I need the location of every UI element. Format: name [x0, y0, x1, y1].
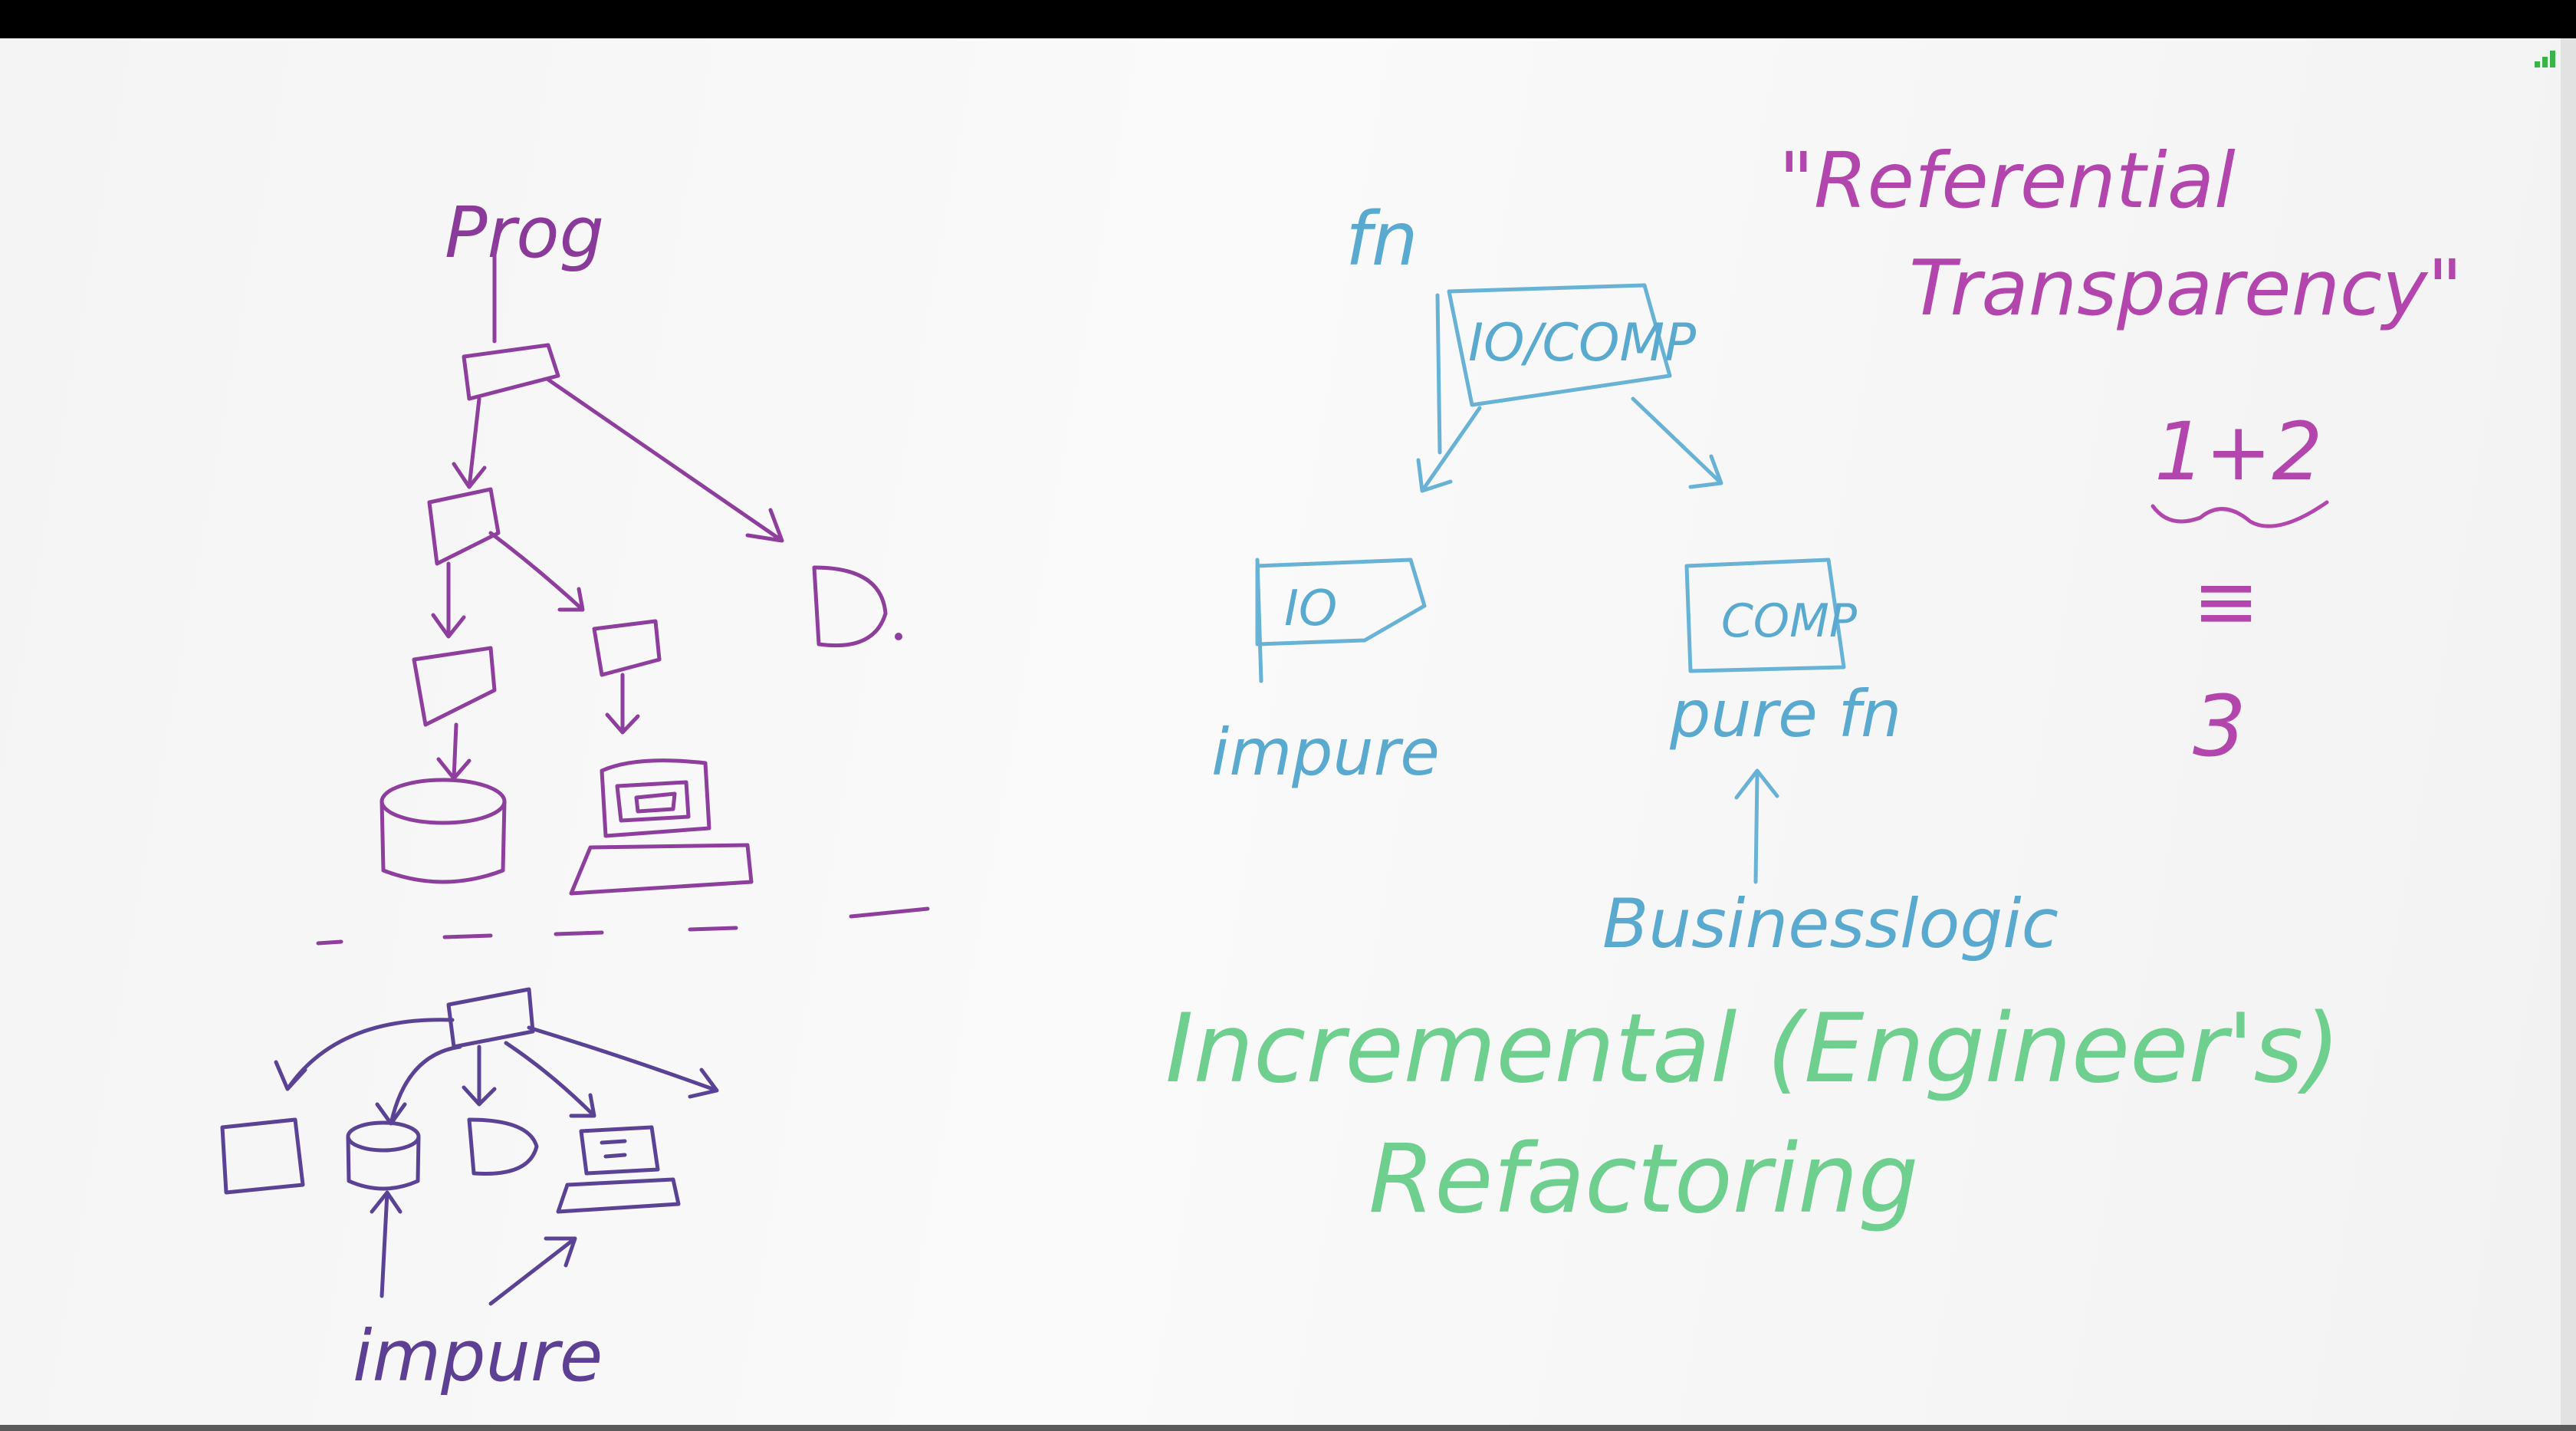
arrow-top-to-l2: [452, 396, 487, 489]
refactored-root-box: [446, 987, 535, 1049]
box-1: [220, 1117, 305, 1195]
comp-box: [1684, 558, 1846, 673]
prog-label: Prog: [445, 192, 604, 274]
referential-transparency-notes: "Referential Transparency" 1+2 ≡ 3: [1779, 136, 2463, 775]
arrow-root-to-db: [375, 1044, 462, 1126]
fn-stem: [1435, 293, 1442, 455]
fn-label: fn: [1346, 196, 1418, 282]
small-d-shape: [467, 1117, 539, 1176]
computer-icon: [569, 758, 754, 896]
comp-label: COMP: [1721, 594, 1858, 648]
top-module-box: [462, 343, 560, 401]
pure-impure-split-diagram: fn IO/COMP IO COMP impure pure fn Busine…: [1165, 196, 2340, 1235]
arrow-to-db: [436, 722, 472, 781]
whiteboard-drawing: Prog: [220, 38, 2576, 1425]
io-label: IO: [1284, 581, 1337, 637]
io-comp-box: [1447, 283, 1672, 407]
io-box-stem: [1255, 558, 1263, 683]
left-program-tree: Prog: [316, 192, 930, 946]
l3-right-box: [592, 619, 662, 677]
refactored-tree: impure: [220, 987, 719, 1397]
rt-title-line2: Transparency": [1909, 243, 2463, 333]
arrow-l2-left: [431, 561, 466, 639]
signal-bars-icon: [2535, 51, 2556, 67]
impure-label-center: impure: [1211, 715, 1440, 790]
arrow-root-to-d: [462, 1044, 497, 1107]
io-box: [1255, 558, 1427, 646]
refactoring-line1: Incremental (Engineer's): [1165, 994, 2340, 1104]
business-logic-label: Businesslogic: [1602, 884, 2058, 963]
refactoring-line2: Refactoring: [1368, 1124, 1918, 1235]
arrow-top-to-d: [546, 377, 784, 543]
rt-equivalence: ≡: [2193, 554, 2259, 648]
video-bottom-bar: [0, 1425, 2576, 1431]
arrow-business-to-pure: [1734, 768, 1779, 884]
l3-left-box: [412, 646, 497, 727]
rt-result: 3: [2193, 677, 2246, 775]
impure-label-left: impure: [353, 1315, 603, 1397]
arrow-l2-right: [488, 531, 585, 612]
d-shape: [812, 565, 888, 648]
database-icon: [380, 778, 507, 884]
arrow-impure-to-computer: [488, 1236, 577, 1306]
l2-module-box: [427, 487, 501, 566]
arrow-root-far-right: [527, 1025, 719, 1099]
underbrace: [2150, 500, 2329, 528]
arrow-to-io: [1416, 406, 1482, 493]
whiteboard: Prog: [0, 38, 2576, 1425]
dashed-separator: [316, 906, 930, 946]
arrow-root-to-box1: [274, 1018, 455, 1091]
rt-expression: 1+2: [2154, 405, 2322, 498]
arrow-impure-to-db: [370, 1190, 402, 1298]
arrow-to-computer: [605, 673, 640, 735]
d-dot: [895, 633, 902, 640]
io-comp-label: IO/COMP: [1468, 313, 1696, 373]
pure-fn-label: pure fn: [1669, 676, 1901, 752]
small-database-icon: [346, 1120, 421, 1191]
board-edge: [2561, 38, 2576, 1425]
arrow-to-comp: [1631, 396, 1723, 489]
small-computer-icon: [556, 1125, 681, 1214]
arrow-root-to-computer: [504, 1041, 596, 1118]
rt-title-line1: "Referential: [1779, 136, 2236, 225]
